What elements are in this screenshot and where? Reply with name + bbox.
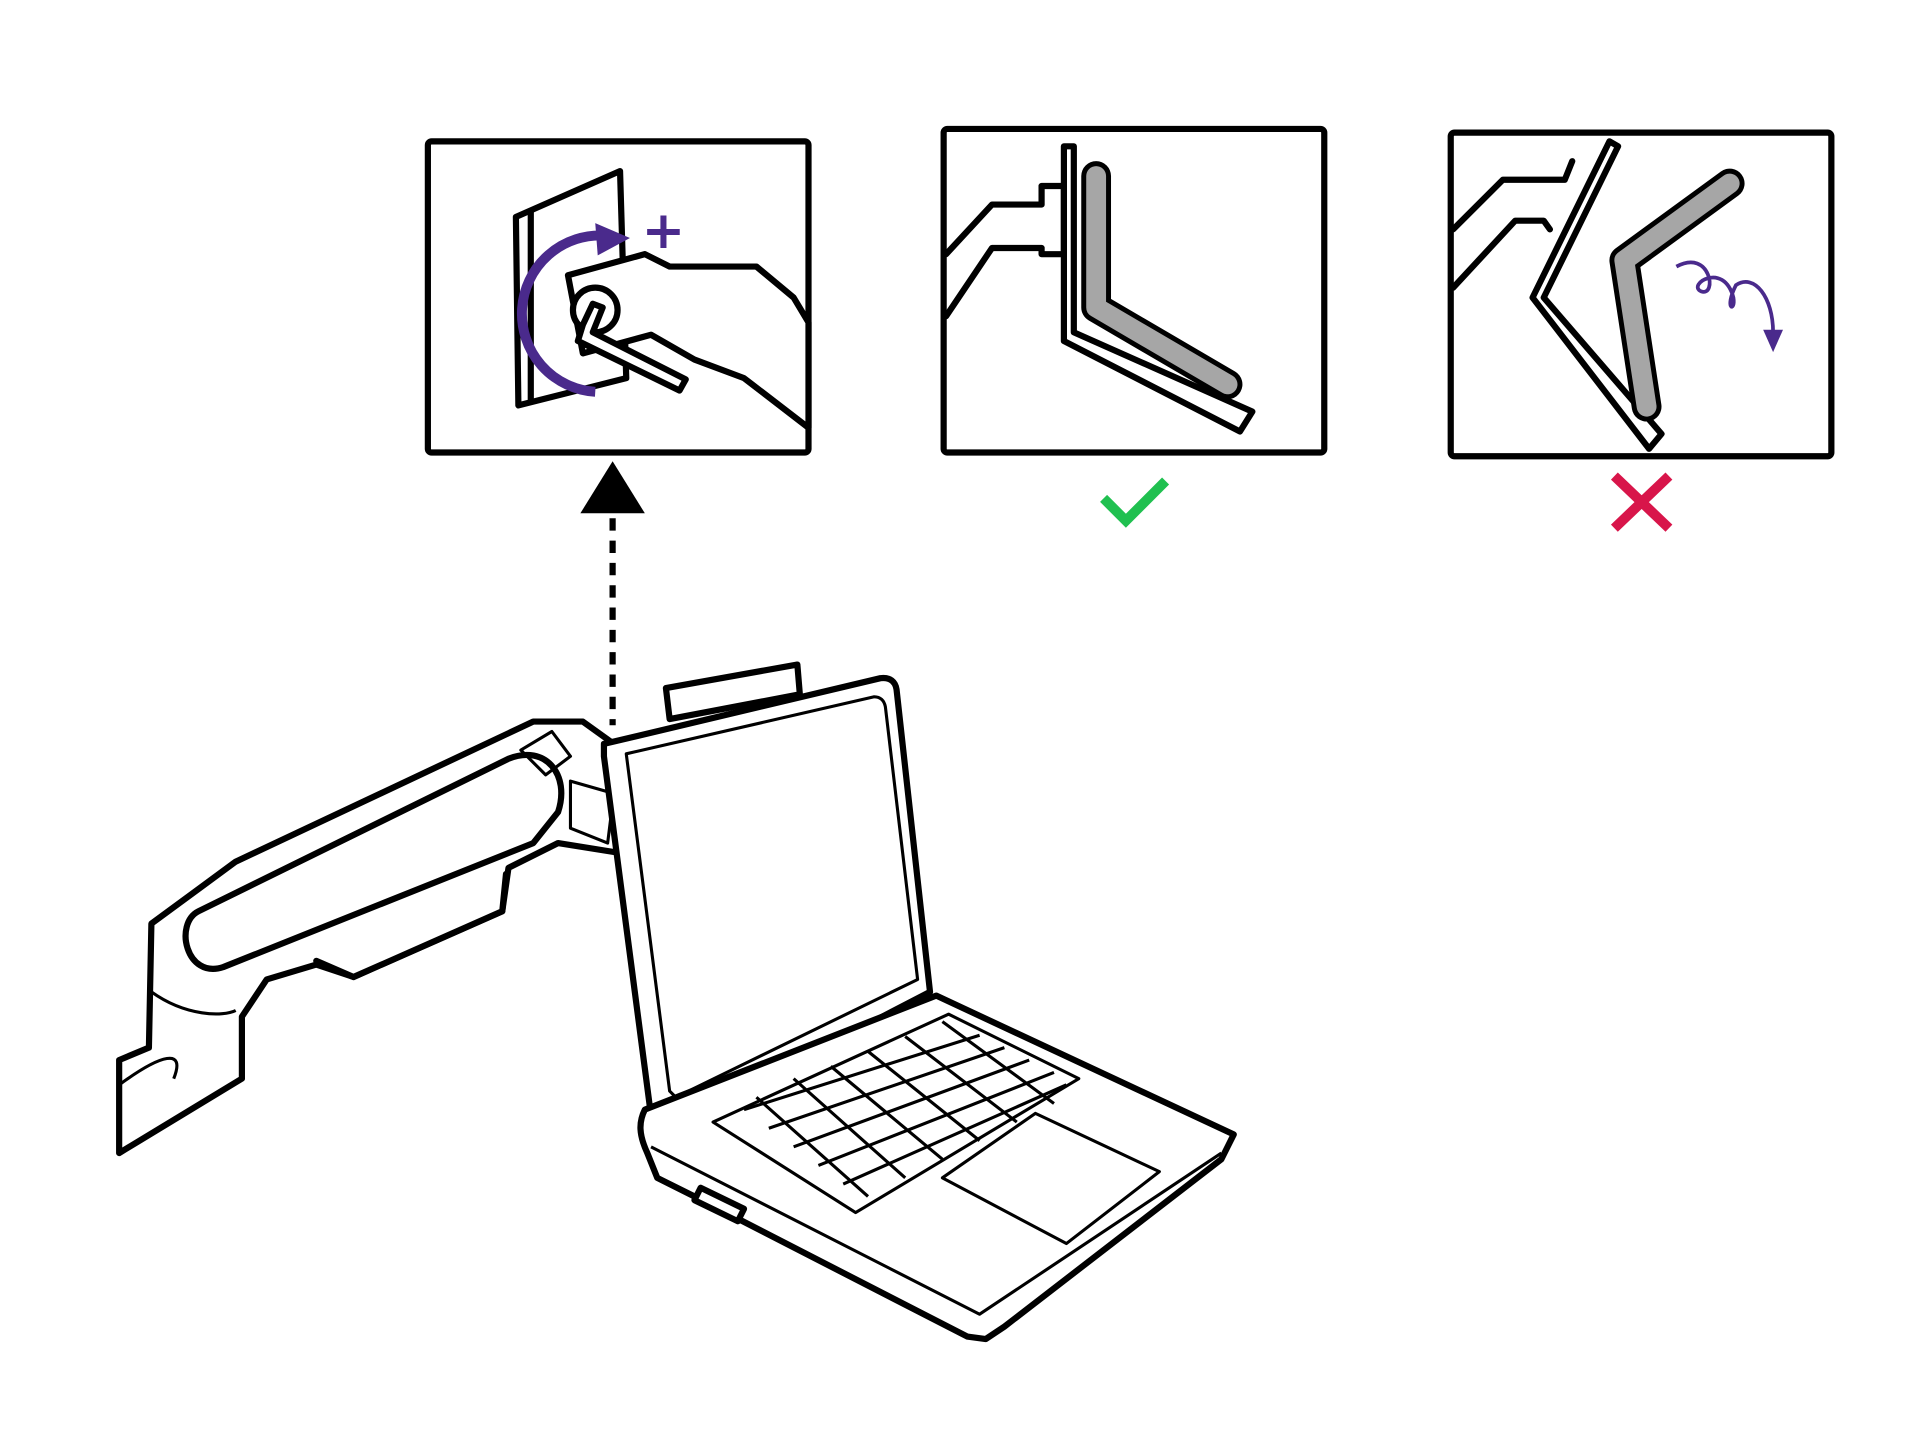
monitor-arm — [116, 718, 624, 1157]
check-icon — [1100, 477, 1170, 528]
panel-incorrect — [1447, 129, 1835, 532]
panel-tighten-tension: + — [424, 138, 812, 456]
laptop — [600, 661, 1237, 1343]
arrow-up-icon — [580, 461, 645, 726]
cross-icon — [1610, 472, 1673, 532]
plus-symbol: + — [642, 201, 686, 261]
panel-correct — [940, 125, 1328, 528]
